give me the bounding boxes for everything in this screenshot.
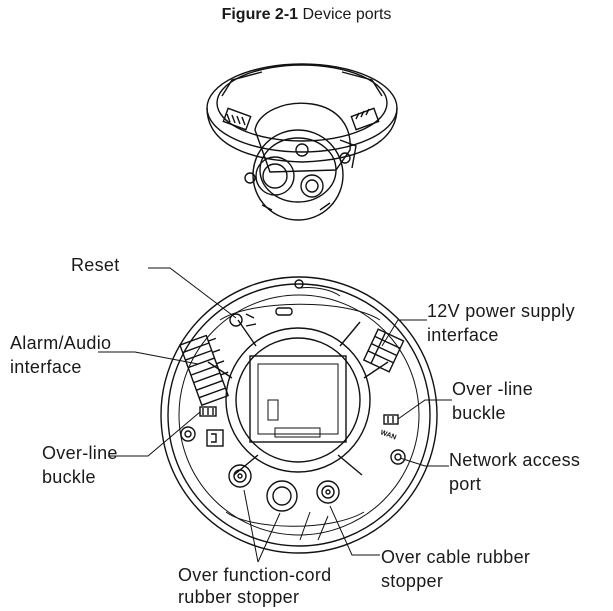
camera-lens-outer [255, 156, 295, 196]
dome-camera-perspective [206, 63, 398, 221]
gimbal-bracket [254, 102, 351, 173]
leader-cable-stopper [329, 505, 380, 556]
wan-marking: WAN [379, 429, 397, 441]
label-function-stopper-line2: rubber stopper [178, 587, 300, 607]
figure-caption: Device ports [302, 6, 392, 23]
label-over-line-buckle-left-line2: buckle [42, 467, 96, 487]
reset-hole [229, 313, 243, 327]
figure-number: Figure 2-1 [221, 6, 299, 23]
label-network-line2: port [449, 474, 482, 494]
base-plate [160, 276, 438, 554]
label-cable-stopper-line2: stopper [381, 571, 444, 591]
base-outer-rim [160, 276, 438, 554]
gimbal-screw-right [339, 152, 351, 164]
power-terminal [362, 328, 405, 373]
right-buckle [383, 414, 399, 425]
top-slot [275, 307, 293, 316]
camera-lens-inner [262, 163, 288, 189]
screw-left [180, 426, 196, 442]
stopper-center-outer [266, 480, 298, 512]
leader-power [381, 319, 427, 347]
leader-reset [148, 267, 237, 319]
label-power-line2: interface [427, 325, 499, 345]
label-alarm-audio-line1: Alarm/Audio [10, 333, 112, 353]
leader-network [399, 457, 449, 467]
dome-terminal-right [350, 107, 380, 131]
figure-title: Figure 2-1 Device ports [0, 6, 613, 24]
camera-ir-led [300, 174, 324, 198]
camera-sensor [295, 143, 309, 157]
dome-terminal-left [222, 107, 252, 131]
label-network-line1: Network access [449, 450, 581, 470]
label-over-line-buckle-right-line1: Over -line [452, 379, 534, 399]
label-function-stopper-line1: Over function-cord [178, 565, 332, 585]
base-inner-rim [167, 283, 431, 547]
alarm-audio-terminal [179, 334, 230, 407]
label-over-line-buckle-left-line1: Over-line [42, 443, 118, 463]
label-over-line-buckle-right-line2: buckle [452, 403, 506, 423]
gimbal-screw-left [244, 172, 256, 184]
camera-face [259, 137, 337, 203]
sensor-board [249, 355, 347, 443]
stopper-left-outer [228, 464, 252, 488]
screw-right [390, 449, 406, 465]
camera-ball [252, 129, 344, 221]
center-mount-inner [235, 337, 361, 463]
stopper-right-outer [316, 480, 340, 504]
left-buckle [199, 406, 217, 417]
label-cable-stopper-line1: Over cable rubber [381, 547, 531, 567]
left-door [206, 429, 224, 447]
screw-top [294, 279, 304, 289]
label-alarm-audio-line2: interface [10, 357, 82, 377]
center-mount-ring [225, 327, 371, 473]
leader-left-buckle [108, 411, 201, 457]
leader-alarm-audio [98, 351, 199, 365]
leader-right-buckle [397, 399, 452, 420]
dome-base-edge [221, 71, 383, 97]
dome-base-skirt [206, 107, 398, 163]
base-ledge [178, 294, 420, 536]
label-power-line1: 12V power supply [427, 301, 575, 321]
leader-lines [98, 267, 452, 563]
leader-function-stopper-2 [257, 512, 281, 563]
dome-base-inner [216, 64, 388, 142]
leader-function-stopper-1 [243, 489, 259, 563]
label-reset: Reset [71, 255, 120, 275]
